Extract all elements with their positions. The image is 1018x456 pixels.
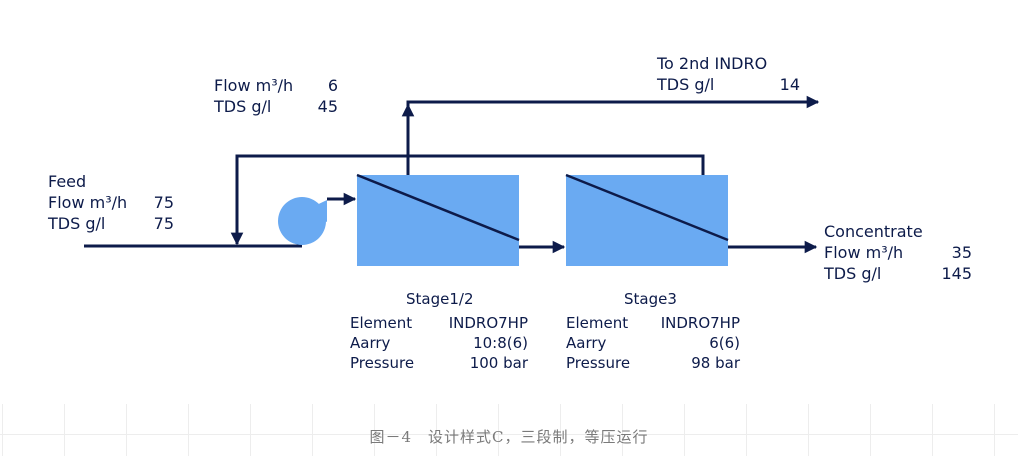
stage12-element-value: INDRO7HP (448, 314, 528, 332)
stage3-element-label: Element (566, 314, 629, 332)
recycle-flow-label: Flow m³/h (214, 76, 294, 95)
feed-tds-value: 75 (153, 214, 174, 233)
concentrate-tds-value: 145 (941, 264, 972, 283)
stage12-pressure-label: Pressure (350, 354, 415, 372)
stage3-title: Stage3 (624, 290, 677, 308)
stage3-array-value: 6(6) (709, 334, 740, 352)
permeate-tds-value: 14 (779, 75, 800, 94)
permeate-line (406, 95, 820, 175)
stage12-element-label: Element (350, 314, 413, 332)
feed-title: Feed (48, 172, 87, 191)
stage3-array-label: Aarry (566, 334, 607, 352)
feed-flow-value: 75 (153, 193, 174, 212)
feed-flow-label: Flow m³/h (48, 193, 128, 212)
recycle-flow-value: 6 (327, 76, 338, 95)
stage12-array-value: 10:8(6) (473, 334, 528, 352)
figure-caption: 图－4 设计样式C，三段制，等压运行 (369, 428, 649, 446)
permeate-tds-label: TDS g/l (657, 75, 715, 94)
concentrate-tds-label: TDS g/l (824, 264, 882, 283)
recycle-line (230, 154, 705, 246)
pump-icon (278, 197, 327, 245)
stage12-pressure-value: 100 bar (469, 354, 528, 372)
permeate-title: To 2nd INDRO (657, 54, 768, 73)
stage12-array-label: Aarry (350, 334, 391, 352)
concentrate-flow-label: Flow m³/h (824, 243, 904, 262)
recycle-tds-label: TDS g/l (214, 97, 272, 116)
stage12-membrane (356, 173, 520, 266)
concentrate-flow-value: 35 (951, 243, 972, 262)
stage3-element-value: INDRO7HP (660, 314, 740, 332)
stage3-membrane (565, 173, 729, 266)
stage3-pressure-value: 98 bar (691, 354, 740, 372)
stage12-title: Stage1/2 (406, 290, 474, 308)
concentrate-title: Concentrate (824, 222, 923, 241)
recycle-tds-value: 45 (317, 97, 338, 116)
stage3-pressure-label: Pressure (566, 354, 631, 372)
feed-tds-label: TDS g/l (48, 214, 106, 233)
